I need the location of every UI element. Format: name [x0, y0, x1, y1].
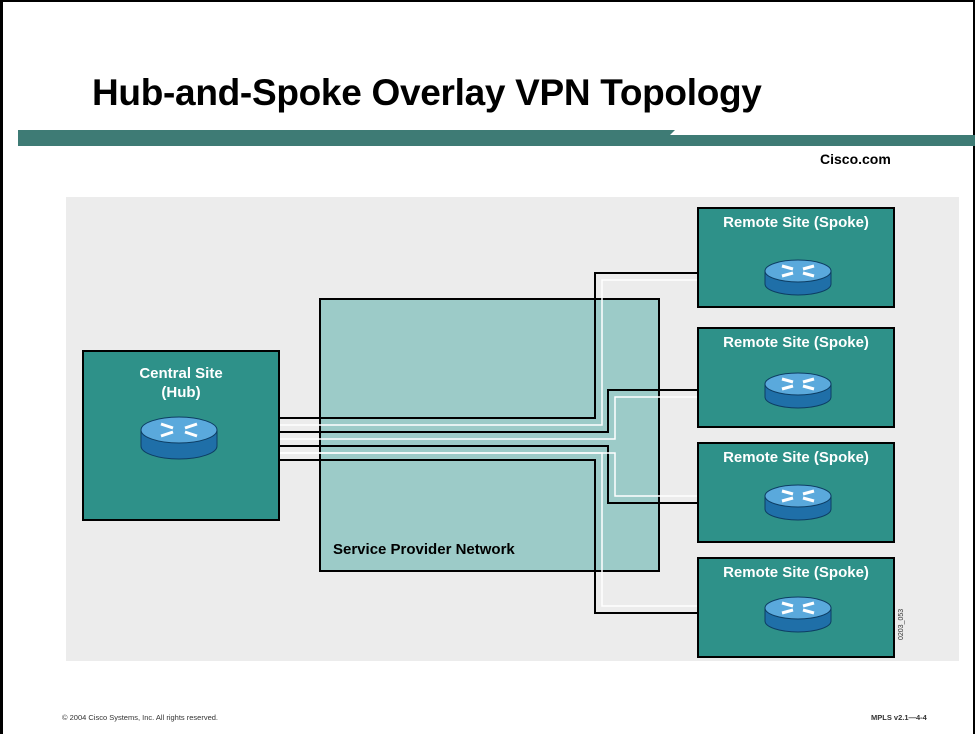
course-reference: MPLS v2.1—4-4: [871, 713, 927, 722]
service-provider-network: [319, 298, 660, 572]
hub-label-line1: Central Site: [139, 365, 223, 382]
spoke-label: Remote Site (Spoke): [723, 449, 869, 466]
spoke-label: Remote Site (Spoke): [723, 214, 869, 231]
hub-label-line2: (Hub): [161, 384, 201, 401]
brand-label: Cisco.com: [820, 151, 891, 167]
title-bar: [18, 130, 975, 146]
router-icon: [764, 596, 832, 633]
figure-id: 0203_053: [898, 608, 905, 640]
router-icon: [764, 372, 832, 409]
router-icon: [764, 484, 832, 521]
spoke-label: Remote Site (Spoke): [723, 564, 869, 581]
spoke-label: Remote Site (Spoke): [723, 334, 869, 351]
slide-title: Hub-and-Spoke Overlay VPN Topology: [92, 72, 762, 113]
hub-label: Central Site (Hub): [84, 364, 278, 402]
copyright-footer: © 2004 Cisco Systems, Inc. All rights re…: [62, 713, 219, 722]
router-icon: [140, 416, 218, 460]
service-provider-label: Service Provider Network: [333, 541, 515, 558]
router-icon: [764, 259, 832, 296]
